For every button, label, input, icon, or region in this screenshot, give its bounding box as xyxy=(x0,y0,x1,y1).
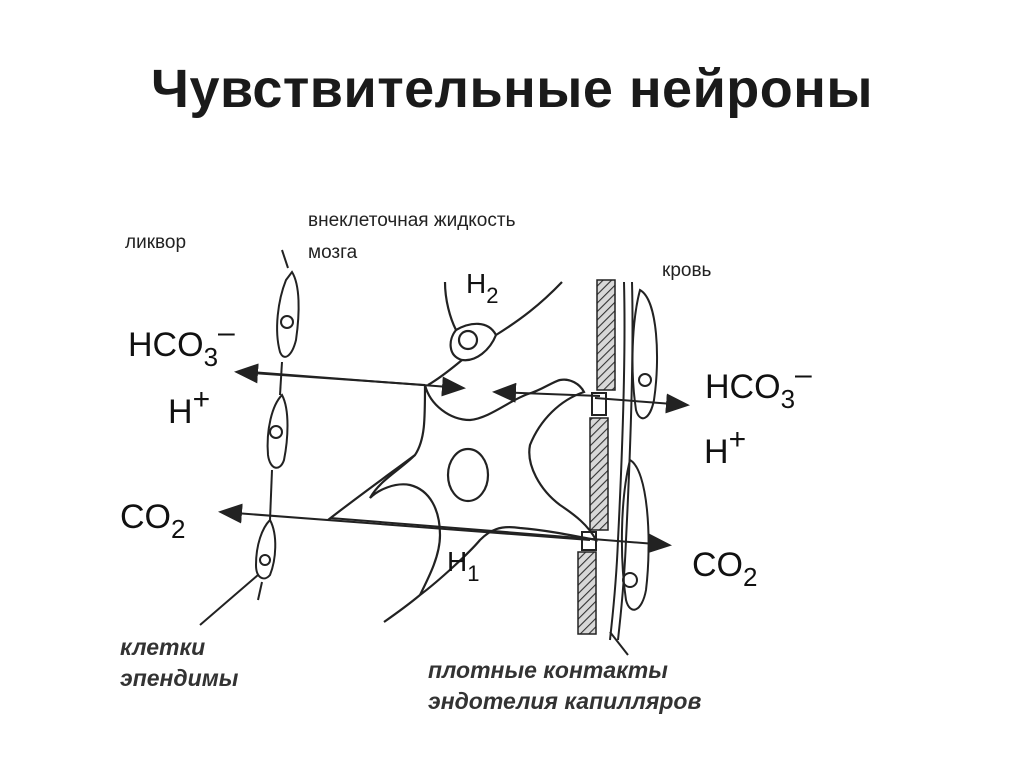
ependymal-cell xyxy=(266,393,289,469)
label-ecf-line2: мозга xyxy=(308,242,358,263)
ependymal-cell xyxy=(254,518,277,580)
arrow-co2-right xyxy=(329,517,672,554)
neuron-h1-nucleus xyxy=(446,447,490,503)
note-tight-line1: плотные контакты xyxy=(428,657,668,683)
blood-cells xyxy=(620,288,659,611)
chem-right-h: H+ xyxy=(704,423,747,471)
neuron-h2 xyxy=(427,281,563,386)
arrow-co2-left xyxy=(218,503,591,541)
capillary-wall xyxy=(577,279,634,656)
ependymal-nucleus xyxy=(259,554,271,566)
endothelium-segment xyxy=(596,279,616,391)
neuron-h1 xyxy=(327,378,599,623)
note-ependyma: клетки эпендимы xyxy=(120,632,238,694)
neuron-h2-nucleus xyxy=(457,329,479,351)
chem-left-hco3: HCO3– xyxy=(128,316,235,372)
note-ependyma-line1: клетки xyxy=(120,634,206,660)
arrow-hco3-h-right xyxy=(594,393,690,414)
endothelium-segment xyxy=(577,551,597,635)
endothelial-nucleus xyxy=(622,572,638,588)
label-blood: кровь xyxy=(662,260,712,281)
label-neuron-h1: H1 xyxy=(447,546,480,586)
arrow-hco3-h-right-back xyxy=(492,382,601,403)
ependyma-pointer xyxy=(199,574,259,626)
exchange-arrows xyxy=(218,363,690,554)
ependymal-nucleus xyxy=(269,425,283,439)
note-tight-line2: эндотелия капилляров xyxy=(428,688,702,714)
chem-right-hco3: HCO3– xyxy=(705,358,812,414)
tight-junction-pointer xyxy=(609,631,629,656)
note-ependyma-line2: эпендимы xyxy=(120,665,239,691)
chem-right-co2: CO2 xyxy=(692,546,758,592)
chem-left-h: H+ xyxy=(168,383,211,431)
chem-left-co2: CO2 xyxy=(120,498,186,544)
label-neuron-h2: H2 xyxy=(466,268,499,308)
ependymal-cell xyxy=(276,270,300,358)
label-liquor: ликвор xyxy=(125,232,187,253)
label-ecf-line1: внеклеточная жидкость xyxy=(308,210,516,231)
endothelial-nucleus xyxy=(638,373,652,387)
ependymal-nucleus xyxy=(280,315,294,329)
endothelial-cell xyxy=(620,458,650,611)
endothelial-cell xyxy=(631,288,659,420)
note-tight-junctions: плотные контакты эндотелия капилляров xyxy=(428,655,701,717)
ependymal-cells xyxy=(199,249,300,626)
slide-title: Чувствительные нейроны xyxy=(151,59,873,119)
arrow-hco3-h-left-back xyxy=(249,371,466,397)
endothelium-segment xyxy=(589,417,609,531)
